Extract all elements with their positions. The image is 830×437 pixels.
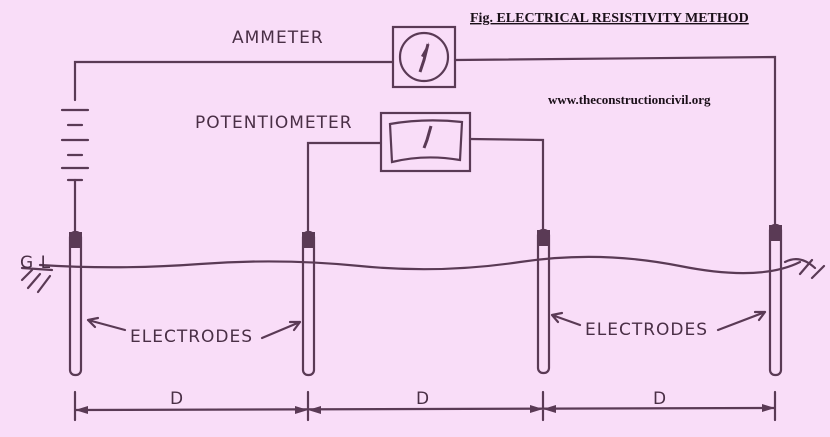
electrode-4: [768, 223, 783, 377]
electrodes-label-left: ELECTRODES: [130, 327, 253, 347]
website-label: www.theconstructioncivil.org: [548, 92, 711, 107]
electrodes: [68, 223, 783, 377]
ammeter-wire: [73, 55, 777, 227]
ammeter-icon: [391, 25, 457, 89]
pointer-arrow-2: [260, 320, 302, 340]
ground-hatch-right: [783, 257, 826, 280]
electrodes-label-right: ELECTRODES: [585, 320, 708, 340]
spacing-label-1: D: [170, 389, 184, 409]
figure-title: Fig. ELECTRICAL RESISTIVITY METHOD: [470, 11, 749, 26]
pointer-arrow-left: [86, 316, 127, 332]
battery-icon: [60, 108, 90, 234]
potentiometer-wire: [306, 137, 545, 234]
ground-line: [38, 255, 802, 275]
spacing-label-2: D: [416, 389, 430, 409]
electrode-3: [536, 228, 551, 375]
ground-level-label: G L: [20, 253, 51, 273]
electrode-2: [301, 230, 316, 377]
electrode-1: [68, 230, 83, 377]
pointer-arrow-3: [550, 311, 582, 327]
spacing-label-3: D: [653, 389, 667, 409]
potentiometer-label: POTENTIOMETER: [195, 113, 353, 133]
pointer-arrow-4: [716, 310, 767, 332]
ground-hatch-left: [20, 266, 54, 294]
ammeter-label: AMMETER: [232, 28, 324, 48]
dimension-line: [73, 390, 777, 422]
potentiometer-icon: [379, 111, 472, 173]
